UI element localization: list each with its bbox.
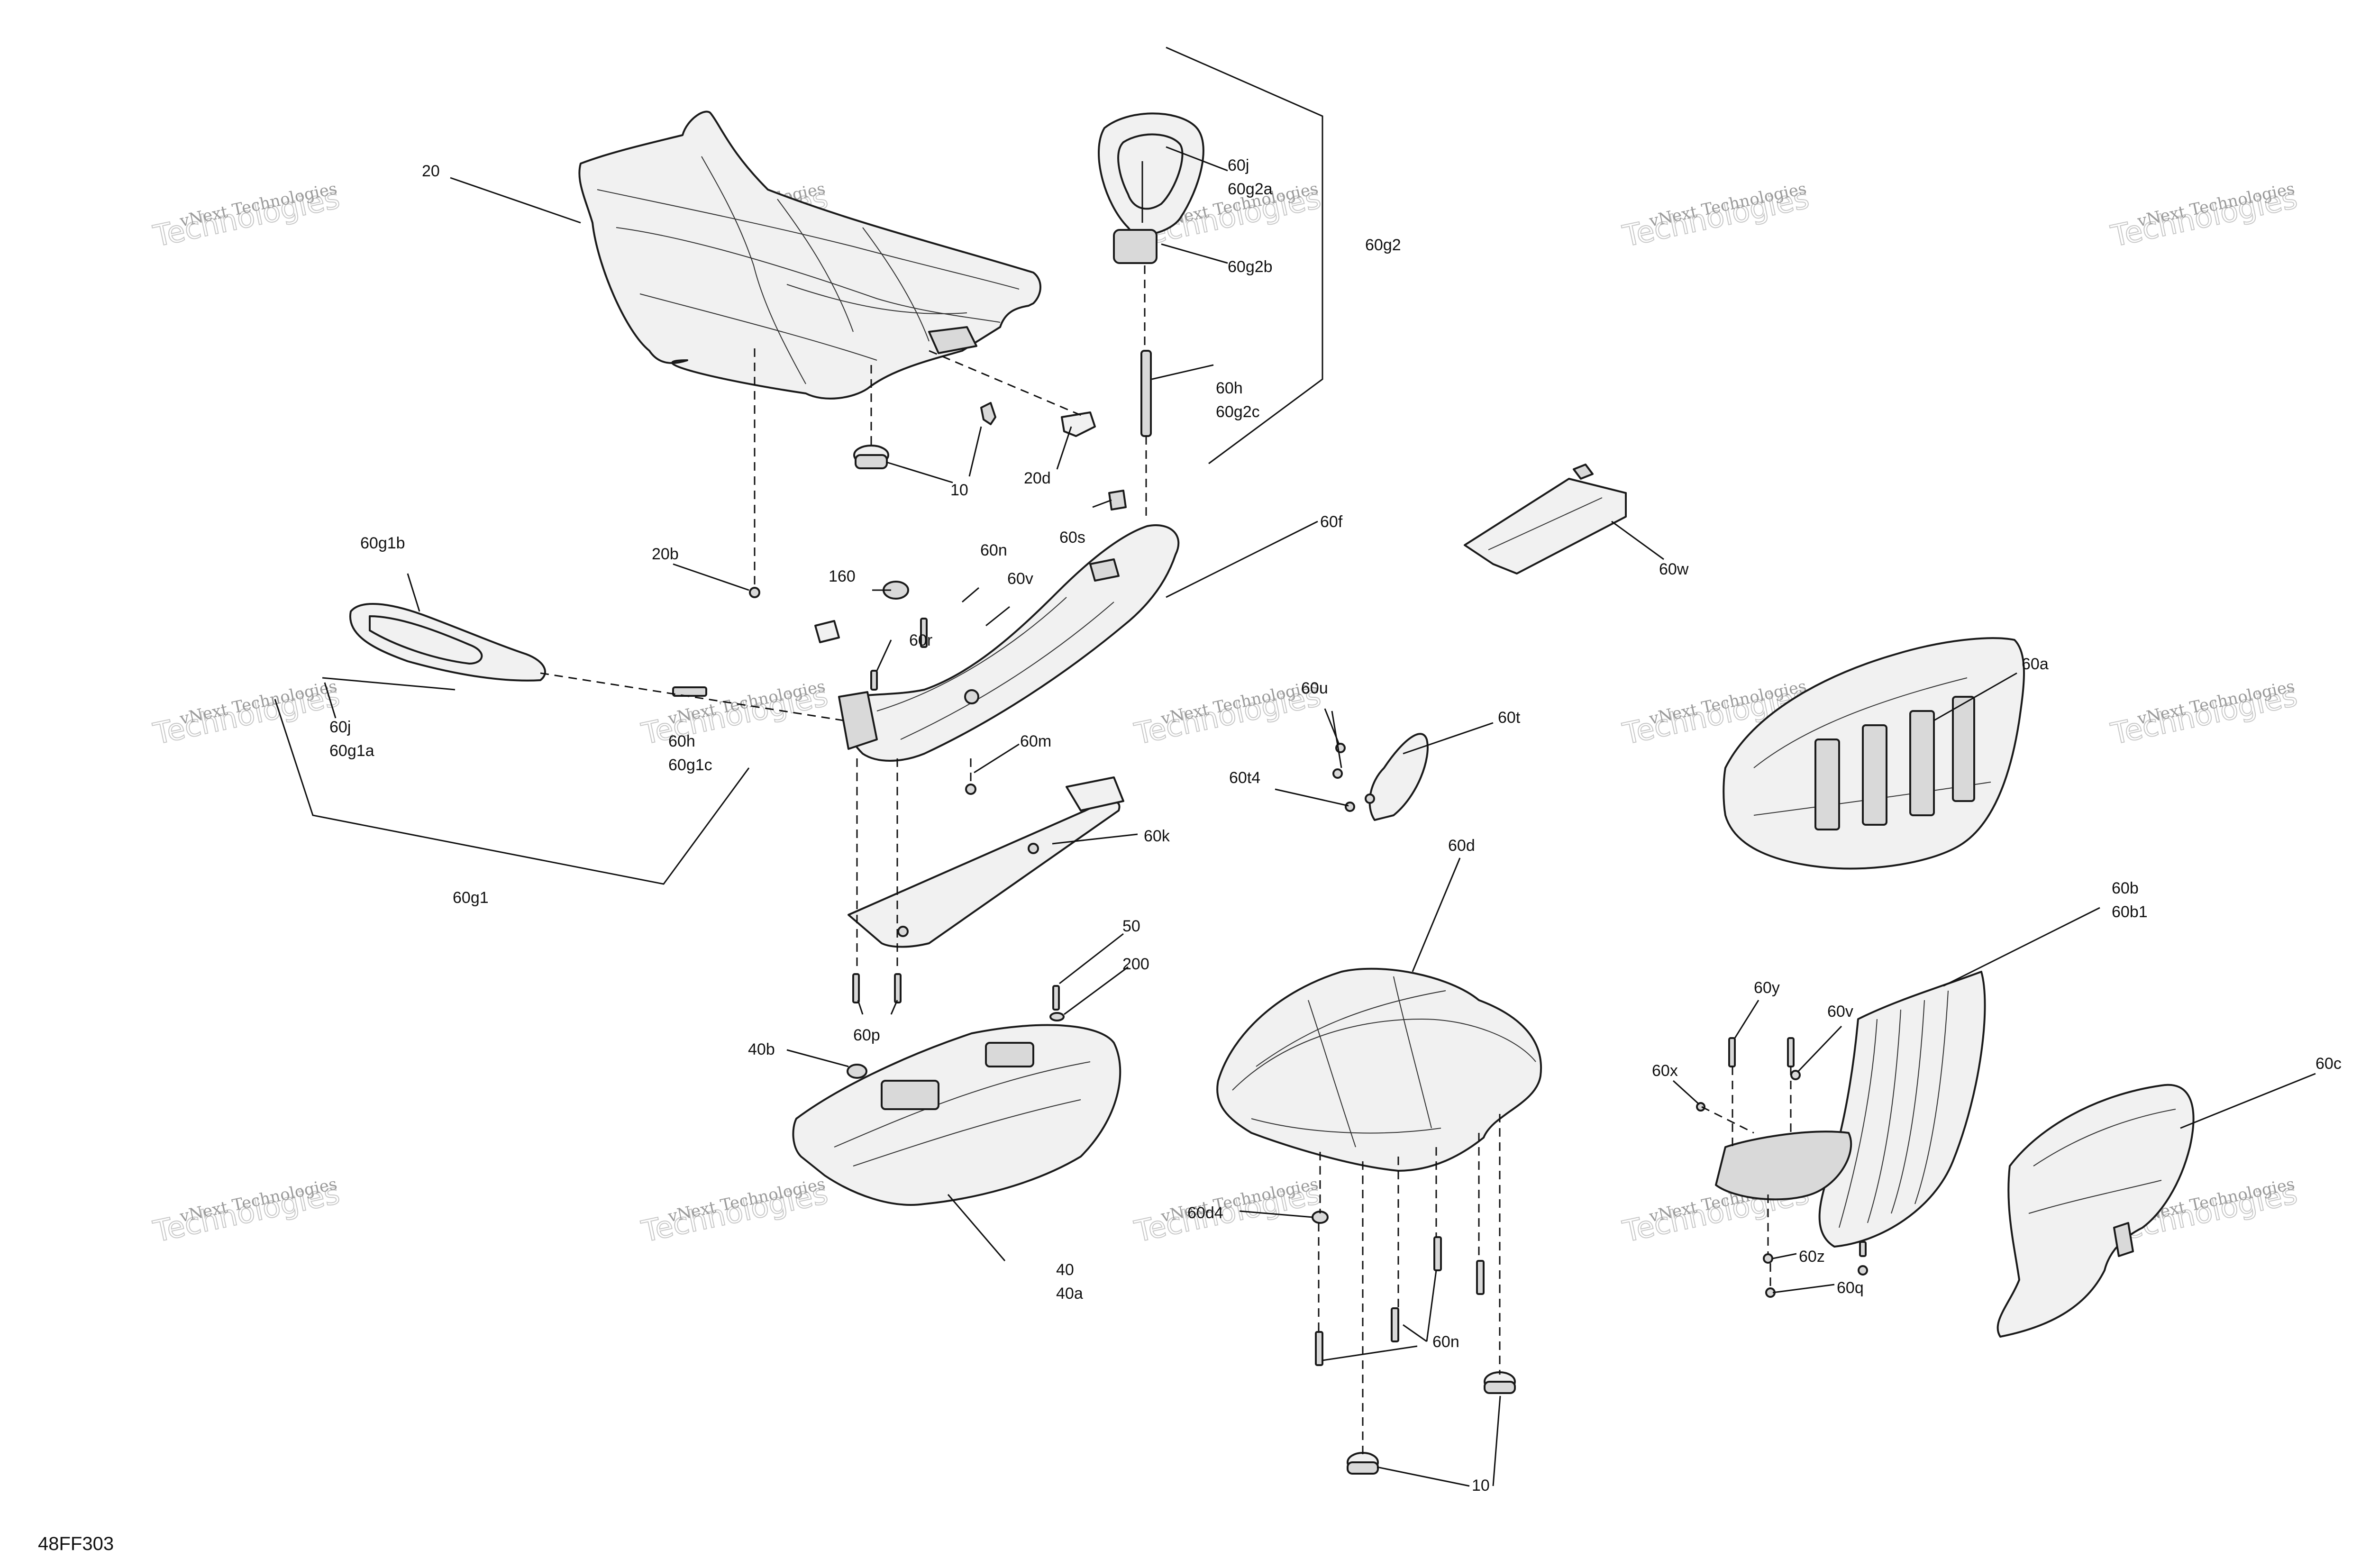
callout-60x: 60x [1652, 1062, 1678, 1080]
callout-60n-bottom: 60n [1432, 1333, 1459, 1351]
watermark: Technologies vNext Technologies [1131, 1175, 1324, 1249]
callout-60g1b: 60g1b [360, 534, 405, 552]
callout-60b: 60b [2112, 879, 2139, 897]
callout-60c: 60c [2315, 1055, 2342, 1073]
callout-60j-top: 60j [1228, 156, 1249, 174]
callout-60u: 60u [1301, 679, 1328, 697]
callout-60g1: 60g1 [453, 889, 489, 907]
clip-20d-part [980, 402, 1096, 437]
callout-10-top: 10 [950, 481, 968, 499]
fasteners-upper-part [749, 581, 976, 795]
armrest-part [322, 602, 707, 697]
callout-60h-left: 60h [668, 732, 695, 750]
watermark: Technologies vNext Technologies [2107, 179, 2301, 254]
callout-60z: 60z [1799, 1248, 1825, 1266]
support-bracket-part [848, 776, 1124, 1003]
passenger-seat-part [1216, 967, 1542, 1224]
callout-50: 50 [1122, 917, 1140, 935]
callout-160: 160 [829, 567, 856, 585]
callout-60k: 60k [1144, 827, 1170, 845]
callout-60v-right: 60v [1827, 1003, 1853, 1021]
callout-60g2b: 60g2b [1228, 258, 1273, 276]
watermark: Technologies vNext Technologies [638, 677, 831, 752]
lower-fasteners-part [1315, 1236, 1516, 1475]
callout-60a: 60a [2022, 655, 2049, 673]
callout-60g1a: 60g1a [329, 742, 374, 760]
backrest-part [1723, 637, 2025, 870]
grommet-top-part [853, 445, 889, 469]
cover-60w-part [1464, 464, 1627, 574]
callout-20d: 20d [1024, 469, 1051, 487]
callout-labels: 20 20b 20d 10 60j 60g2a 60g2 60g2b 60h 6… [329, 156, 2342, 1495]
seat-frame-part [838, 524, 1180, 762]
watermark: Technologies vNext Technologies [1131, 677, 1324, 752]
watermark: Technologies vNext Technologies [150, 677, 343, 752]
callout-60p: 60p [853, 1026, 880, 1044]
callout-40: 40 [1056, 1261, 1074, 1279]
driver-seat-part [578, 110, 1041, 400]
callout-60n-top: 60n [980, 541, 1007, 559]
diagram-code: 48FF303 [38, 1533, 114, 1554]
callout-60d4: 60d4 [1187, 1204, 1223, 1222]
callout-200: 200 [1122, 955, 1149, 973]
watermark: Technologies vNext Technologies [2107, 677, 2301, 752]
leader-lines [274, 46, 2316, 1487]
watermark: Technologies vNext Technologies [150, 179, 343, 254]
side-cover-part [1996, 1084, 2195, 1338]
bracket-60t-part [1332, 733, 1429, 821]
callout-60m: 60m [1020, 732, 1051, 750]
watermark: Technologies vNext Technologies [638, 1175, 831, 1249]
callout-60g2c: 60g2c [1216, 403, 1260, 421]
callout-10-bottom: 10 [1472, 1477, 1490, 1495]
watermark: Technologies vNext Technologies [1619, 179, 1813, 254]
callout-20: 20 [422, 162, 440, 180]
callout-60g2a: 60g2a [1228, 180, 1273, 198]
callout-60g1c: 60g1c [668, 756, 712, 774]
seat-base-part [792, 985, 1121, 1206]
callout-60h-top: 60h [1216, 379, 1243, 397]
callout-60r: 60r [909, 631, 932, 649]
callout-60t4: 60t4 [1229, 769, 1260, 787]
callout-20b: 20b [652, 545, 679, 563]
callout-60f: 60f [1320, 513, 1343, 531]
callout-60s: 60s [1059, 529, 1085, 547]
callout-60q: 60q [1837, 1279, 1864, 1297]
clip-60s-part [1108, 490, 1127, 511]
callout-60g2: 60g2 [1365, 236, 1401, 254]
callout-60b1: 60b1 [2112, 903, 2148, 921]
callout-60y: 60y [1754, 979, 1780, 997]
callout-60t: 60t [1498, 709, 1521, 727]
callout-60v-top: 60v [1007, 570, 1033, 588]
watermark: Technologies vNext Technologies [150, 1175, 343, 1249]
assembly-lines [540, 265, 1792, 1458]
callout-40a: 40a [1056, 1285, 1083, 1303]
headrest-part [1098, 112, 1204, 437]
back-panel-part [1696, 971, 1986, 1298]
callout-60w: 60w [1659, 560, 1689, 578]
callout-40b: 40b [748, 1040, 775, 1058]
callout-60j-left: 60j [329, 718, 351, 736]
callout-60d: 60d [1448, 837, 1475, 855]
